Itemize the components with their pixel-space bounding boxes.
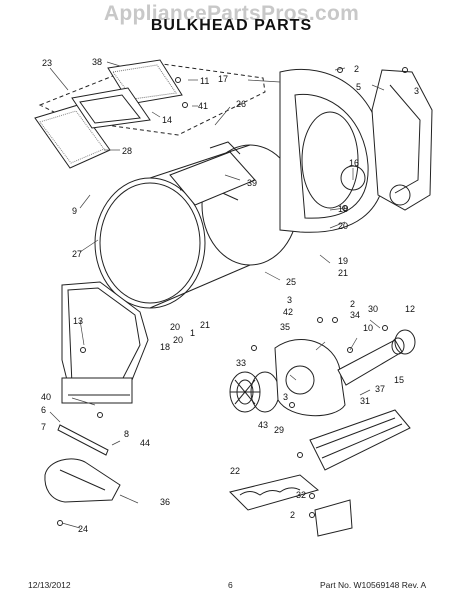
callout: 18 [160,342,170,352]
callout: 19 [338,256,348,266]
callout: 1 [190,328,195,338]
callout: 24 [78,524,88,534]
callout: 31 [360,396,370,406]
callout: 2 [350,299,355,309]
callout: 10 [363,323,373,333]
callout: 30 [368,304,378,314]
diagram-title: BULKHEAD PARTS [150,17,313,34]
callout: 23 [42,58,52,68]
callout: 17 [218,74,228,84]
callout: 35 [280,322,290,332]
callout: 14 [162,115,172,125]
duct-pipe [337,337,405,386]
callout: 20 [338,221,348,231]
watermark: AppliancePartsPros.com [103,2,360,25]
footer-part-number: Part No. W10569148 Rev. A [320,580,427,590]
callout: 21 [338,268,348,278]
callout: 38 [92,57,102,67]
callout: 16 [349,158,359,168]
callout: 22 [230,466,240,476]
callout: 37 [375,384,385,394]
callout: 18 [338,204,348,214]
callout: 9 [72,206,77,216]
glide-strip [57,424,109,456]
callout: 29 [274,425,284,435]
callout: 3 [414,86,419,96]
dashed-assembly-outline [38,61,266,136]
callout: 11 [200,76,209,86]
callout: 20 [173,335,183,345]
callout: 39 [247,178,257,188]
footer-page-number: 6 [228,580,233,590]
callout: 32 [296,490,306,500]
callout: 12 [405,304,415,314]
heater-bracket [314,499,353,537]
fastener-screws [57,67,408,526]
callout: 25 [286,277,296,287]
callout: 15 [394,375,404,385]
callout: 41 [198,101,208,111]
callout: 2 [290,510,295,520]
callout: 26 [236,99,246,109]
callout: 20 [170,322,180,332]
callout-labels: 38 23 2 3 17 5 11 41 14 26 28 39 16 9 18… [41,57,419,534]
callout: 36 [160,497,170,507]
callout: 43 [258,420,268,430]
callout: 44 [140,438,150,448]
vent-cover-5 [371,69,433,211]
heater-duct [309,409,411,471]
callout: 5 [356,82,361,92]
callout: 3 [283,392,288,402]
callout: 3 [287,295,292,305]
blower-housing [274,339,346,417]
callout: 8 [124,429,129,439]
callout: 27 [72,249,82,259]
footer-date: 12/13/2012 [28,580,71,590]
front-bracket [44,458,121,503]
callout: 21 [200,320,210,330]
callout: 7 [41,422,46,432]
callout: 13 [73,316,83,326]
gasket-ring [394,329,416,355]
rear-bulkhead [279,68,386,233]
housing-14 [71,87,151,129]
callout: 28 [122,146,132,156]
callout: 33 [236,358,246,368]
heater-element [229,474,320,511]
callout: 34 [350,310,360,320]
dryer-drum [94,141,299,309]
callout: 42 [283,307,293,317]
callout: 40 [41,392,51,402]
leader-lines [49,61,385,529]
front-bulkhead [61,281,149,404]
callout: 6 [41,405,46,415]
callout: 2 [354,64,359,74]
